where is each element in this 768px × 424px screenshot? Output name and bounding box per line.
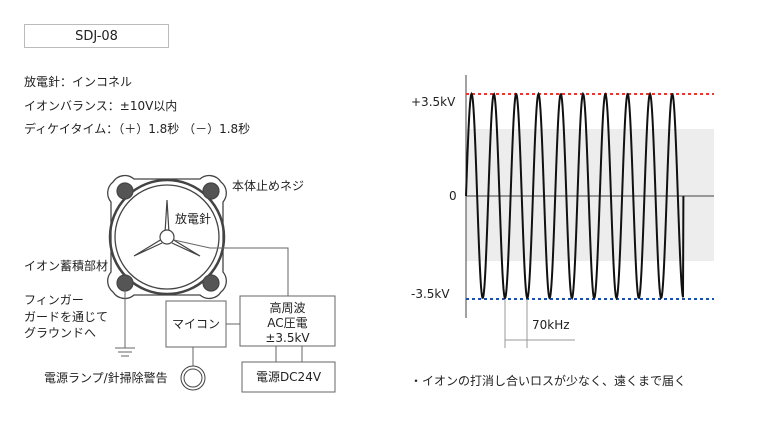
label-zero: 0 — [449, 189, 457, 203]
label-hv-2: AC圧電 — [267, 316, 308, 330]
label-neg: -3.5kV — [411, 287, 450, 301]
screw-icon — [202, 182, 220, 200]
label-ion-member: イオン蓄積部材 — [24, 259, 109, 273]
hv-wire — [173, 239, 289, 296]
label-ground-3: グラウンドへ — [24, 326, 97, 340]
spec-decay: ディケイタイム：（＋）1.8秒 （－）1.8秒 — [24, 122, 251, 136]
label-pos: +3.5kV — [411, 95, 456, 109]
label-hv-1: 高周波 — [269, 301, 306, 315]
ground-icon — [115, 347, 135, 357]
screw-icon — [116, 274, 134, 292]
label-body-screw: 本体止めネジ — [232, 179, 305, 193]
note: ・イオンの打消し合いロスが少なく、遠くまで届く — [410, 374, 687, 388]
label-hv-3: ±3.5kV — [265, 331, 310, 345]
body-screws — [116, 182, 220, 292]
spec-needle: 放電針：インコネル — [24, 75, 133, 89]
hv-box — [239, 295, 336, 347]
model-label: SDJ-08 — [24, 24, 169, 48]
sine-wave — [465, 91, 685, 301]
freq-marker — [504, 299, 575, 348]
label-micon: マイコン — [171, 317, 220, 331]
spec-balance: イオンバランス：±10V以内 — [24, 99, 178, 113]
label-needle: 放電針 — [175, 212, 212, 226]
needles — [133, 199, 201, 257]
label-lamp: 電源ランプ/針掃除警告 — [44, 371, 168, 385]
screw-icon — [202, 274, 220, 292]
label-freq: 70kHz — [532, 318, 570, 332]
power-box — [241, 361, 336, 393]
screw-icon — [116, 182, 134, 200]
lamp-icon — [180, 365, 206, 391]
label-ground-1: フィンガー — [24, 293, 84, 307]
label-ground-2: ガードを通じて — [24, 310, 109, 324]
label-power: 電源DC24V — [255, 370, 322, 384]
